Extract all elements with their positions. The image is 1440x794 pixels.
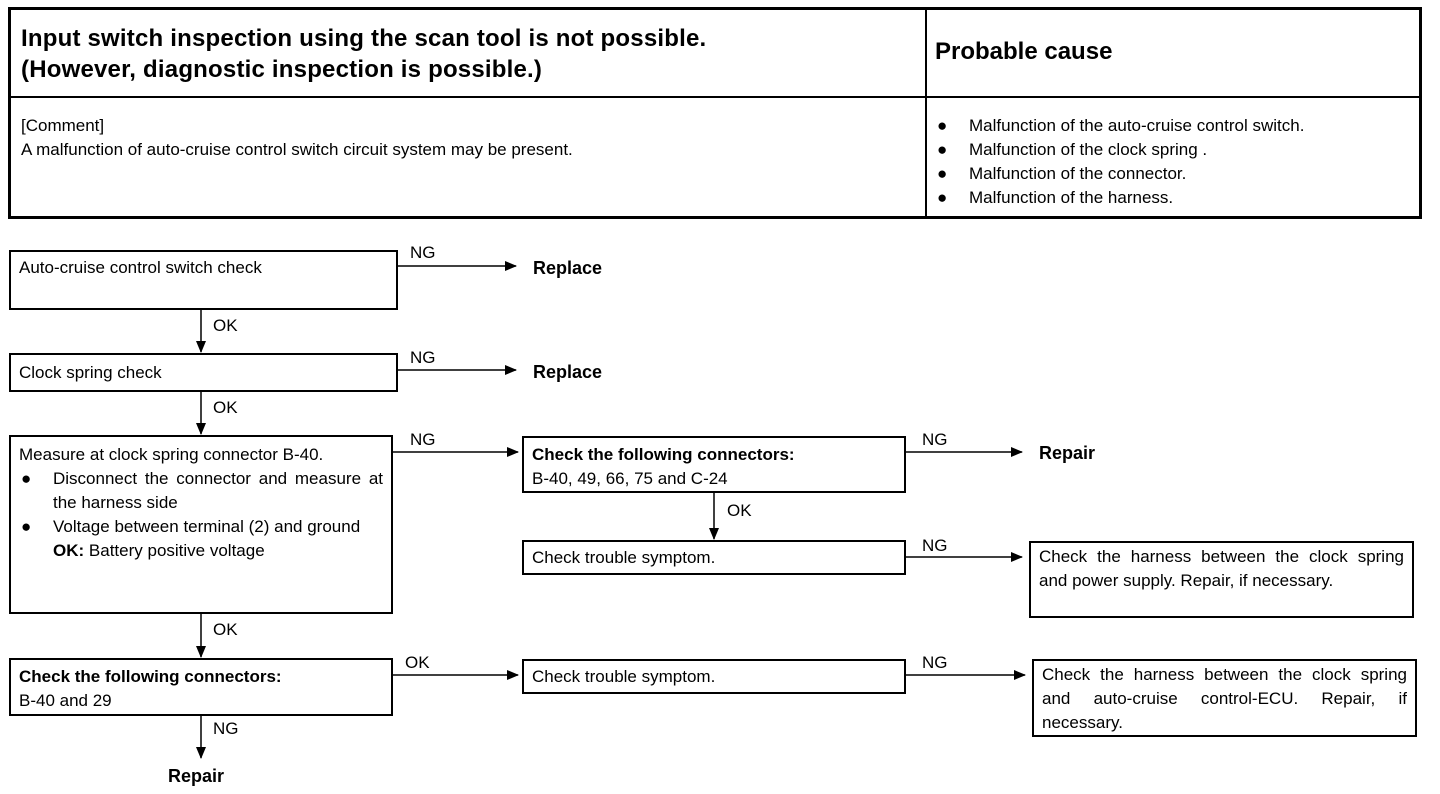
ok-label: OK bbox=[213, 316, 238, 335]
comment-block: [Comment] A malfunction of auto-cruise c… bbox=[21, 114, 573, 162]
ng-label: NG bbox=[213, 719, 239, 738]
symptom1-text: Check trouble symptom. bbox=[532, 548, 716, 567]
ng-label: NG bbox=[922, 536, 948, 555]
cause-item: ● Malfunction of the auto-cruise control … bbox=[933, 114, 1304, 138]
measure-bullets: ● Disconnect the connector and measure at… bbox=[19, 467, 383, 539]
measure-bullet: ● Disconnect the connector and measure at… bbox=[19, 467, 383, 515]
bullet-icon: ● bbox=[937, 188, 948, 207]
replace-outcome: Replace bbox=[533, 258, 603, 278]
probable-cause-list: ● Malfunction of the auto-cruise control … bbox=[933, 114, 1304, 210]
ng-label: NG bbox=[922, 653, 948, 672]
measure-ok-line: OK: Battery positive voltage bbox=[19, 539, 383, 563]
bullet-icon: ● bbox=[937, 164, 948, 183]
repair-outcome: Repair bbox=[1039, 443, 1096, 463]
ng-label: NG bbox=[410, 243, 436, 262]
ng-label: NG bbox=[410, 430, 436, 449]
ok-label: OK bbox=[727, 501, 752, 520]
measure-bullet-text: Voltage between terminal (2) and ground bbox=[53, 517, 361, 536]
harness-check-ecu: Check the harness between the clock spri… bbox=[1032, 659, 1417, 737]
harness1-text: Check the harness between the clock spri… bbox=[1039, 547, 1404, 590]
cause-item: ● Malfunction of the connector. bbox=[933, 162, 1304, 186]
repair-outcome: Repair bbox=[168, 766, 225, 786]
ok-label: OK bbox=[213, 620, 238, 639]
step-clock-spring-check: Clock spring check bbox=[9, 353, 398, 392]
check-trouble-symptom-1: Check trouble symptom. bbox=[522, 540, 906, 575]
cause-item: ● Malfunction of the clock spring . bbox=[933, 138, 1304, 162]
bullet-icon: ● bbox=[937, 140, 948, 159]
cause-item: ● Malfunction of the harness. bbox=[933, 186, 1304, 210]
check-trouble-symptom-2: Check trouble symptom. bbox=[522, 659, 906, 694]
table-column-divider bbox=[925, 10, 927, 216]
header-title: Input switch inspection using the scan t… bbox=[21, 23, 706, 85]
header-table: Input switch inspection using the scan t… bbox=[8, 7, 1422, 219]
bullet-icon: ● bbox=[21, 517, 32, 536]
cause-text: Malfunction of the clock spring . bbox=[969, 140, 1208, 159]
bullet-icon: ● bbox=[21, 469, 32, 488]
step-clock-spring-check-text: Clock spring check bbox=[19, 363, 162, 382]
cause-text: Malfunction of the connector. bbox=[969, 164, 1187, 183]
measure-line1: Measure at clock spring connector B-40. bbox=[19, 445, 324, 464]
comment-text: A malfunction of auto-cruise control swi… bbox=[21, 140, 573, 159]
measure-bullet-text: Disconnect the connector and measure at … bbox=[53, 469, 383, 512]
harness-check-power-supply: Check the harness between the clock spri… bbox=[1029, 541, 1414, 618]
step-measure-connector: Measure at clock spring connector B-40. … bbox=[9, 435, 393, 614]
ok-label: OK bbox=[405, 653, 430, 672]
ng-label: NG bbox=[922, 430, 948, 449]
cause-text: Malfunction of the auto-cruise control s… bbox=[969, 116, 1305, 135]
symptom2-text: Check trouble symptom. bbox=[532, 667, 716, 686]
step-check-connectors-b40-29: Check the following connectors: B-40 and… bbox=[9, 658, 393, 716]
step4-title: Check the following connectors: bbox=[19, 667, 282, 686]
cause-text: Malfunction of the harness. bbox=[969, 188, 1174, 207]
bullet-icon: ● bbox=[937, 116, 948, 135]
probable-cause-heading: Probable cause bbox=[935, 38, 1113, 65]
step4-text: B-40 and 29 bbox=[19, 691, 112, 710]
comment-label: [Comment] bbox=[21, 116, 105, 135]
conn-check-title: Check the following connectors: bbox=[532, 445, 795, 464]
header-title-line2: (However, diagnostic inspection is possi… bbox=[21, 56, 543, 83]
measure-bullet: ● Voltage between terminal (2) and ground bbox=[19, 515, 383, 539]
check-connectors-b40-c24: Check the following connectors: B-40, 49… bbox=[522, 436, 906, 493]
measure-ok-text: Battery positive voltage bbox=[88, 541, 265, 560]
conn-check-text: B-40, 49, 66, 75 and C-24 bbox=[532, 469, 728, 488]
replace-outcome: Replace bbox=[533, 362, 603, 382]
table-row-divider bbox=[11, 96, 1419, 98]
step-switch-check-text: Auto-cruise control switch check bbox=[19, 258, 262, 277]
ng-label: NG bbox=[410, 348, 436, 367]
ok-label: OK bbox=[213, 398, 238, 417]
harness2-text: Check the harness between the clock spri… bbox=[1042, 665, 1407, 732]
step-switch-check: Auto-cruise control switch check bbox=[9, 250, 398, 310]
measure-ok-label: OK: bbox=[53, 541, 85, 560]
header-title-line1: Input switch inspection using the scan t… bbox=[21, 25, 707, 52]
